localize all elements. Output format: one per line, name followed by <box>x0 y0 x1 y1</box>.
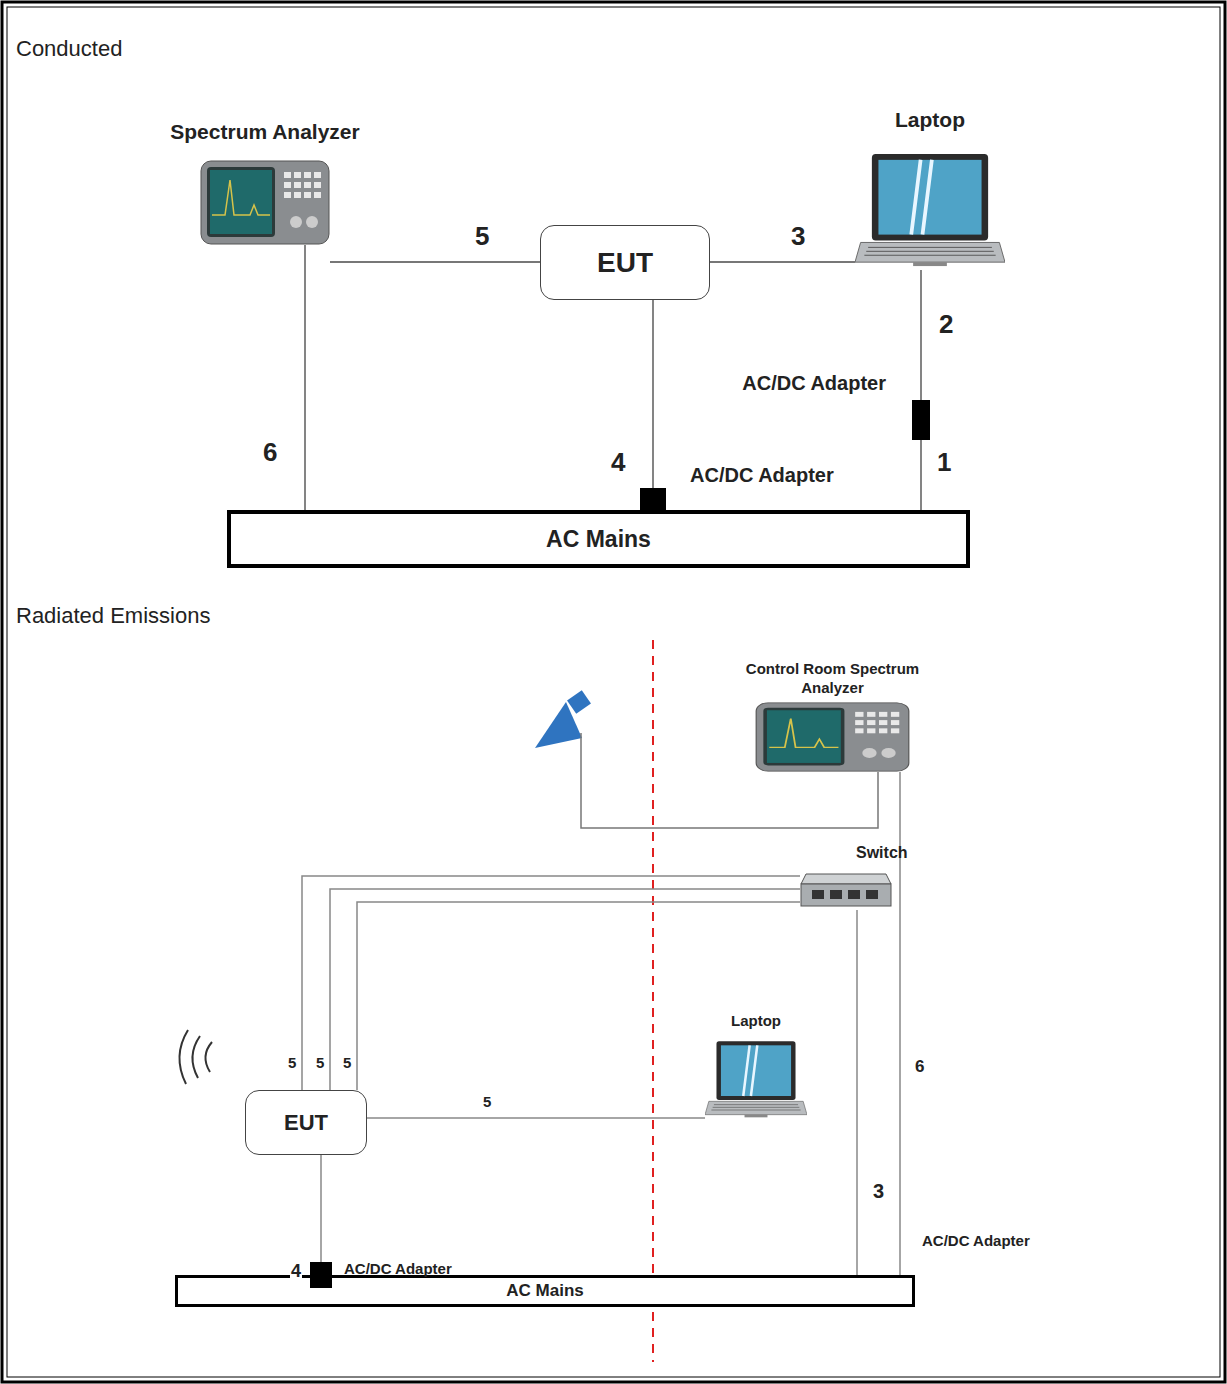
cable-line <box>652 300 654 488</box>
eut-box: EUT <box>245 1090 367 1155</box>
cable-line <box>320 1155 322 1262</box>
part-label: Laptop <box>731 1012 781 1029</box>
callout-number: 3 <box>872 1180 885 1202</box>
adapter-block: AC/DC Adapter <box>310 1262 332 1288</box>
wireless-waves <box>179 1030 212 1084</box>
cable-line <box>330 261 540 263</box>
callout-number: 2 <box>938 310 954 339</box>
part-label: AC Mains <box>506 1281 583 1301</box>
part-label: Switch <box>856 844 908 862</box>
callout-number: 5 <box>287 1055 297 1072</box>
cable-line <box>710 261 855 263</box>
cable-line <box>856 910 858 1275</box>
cable-line <box>920 440 922 510</box>
section-heading: Radiated Emissions <box>16 603 210 629</box>
network-switch: Switch <box>800 870 892 910</box>
callout-number: 5 <box>342 1055 352 1072</box>
callout-number: 5 <box>482 1094 492 1111</box>
part-label: AC/DC Adapter <box>742 372 886 395</box>
adapter-block: AC/DC Adapter <box>912 400 930 440</box>
cable-line <box>920 270 922 400</box>
adapter-block: AC/DC Adapter <box>640 488 666 514</box>
callout-number: 4 <box>290 1262 302 1282</box>
callout-number: 3 <box>790 222 806 251</box>
mains-bar: AC Mains <box>227 510 970 568</box>
section-heading: Conducted <box>16 36 122 62</box>
horn-antenna <box>535 690 591 748</box>
callout-number: 5 <box>315 1055 325 1072</box>
box-label: EUT <box>597 247 653 279</box>
analyzer-icon: Spectrum Analyzer <box>200 160 330 245</box>
cable-line <box>304 245 306 510</box>
cable-line <box>367 1117 705 1119</box>
part-label: AC Mains <box>546 526 651 553</box>
callout-number: 1 <box>936 448 952 477</box>
box-label: EUT <box>284 1110 328 1136</box>
laptop-icon: Laptop <box>705 1040 807 1120</box>
callout-number: 6 <box>262 438 278 467</box>
analyzer-icon: Control Room Spectrum Analyzer <box>755 702 910 772</box>
callout-number: 4 <box>610 448 626 477</box>
mains-bar: AC Mains <box>175 1275 915 1307</box>
part-label: Spectrum Analyzer <box>170 120 359 144</box>
eut-box: EUT <box>540 225 710 300</box>
part-label: AC/DC Adapter <box>344 1260 452 1277</box>
part-label: Laptop <box>895 108 965 132</box>
part-label: Control Room Spectrum Analyzer <box>743 660 923 698</box>
laptop-icon: Laptop <box>855 152 1005 270</box>
part-label: AC/DC Adapter <box>690 464 834 487</box>
inner-frame <box>7 7 1220 1377</box>
callout-number: 5 <box>474 222 490 251</box>
room-boundary <box>652 640 654 1362</box>
part-label: AC/DC Adapter <box>922 1232 1030 1249</box>
callout-number: 6 <box>914 1058 925 1077</box>
